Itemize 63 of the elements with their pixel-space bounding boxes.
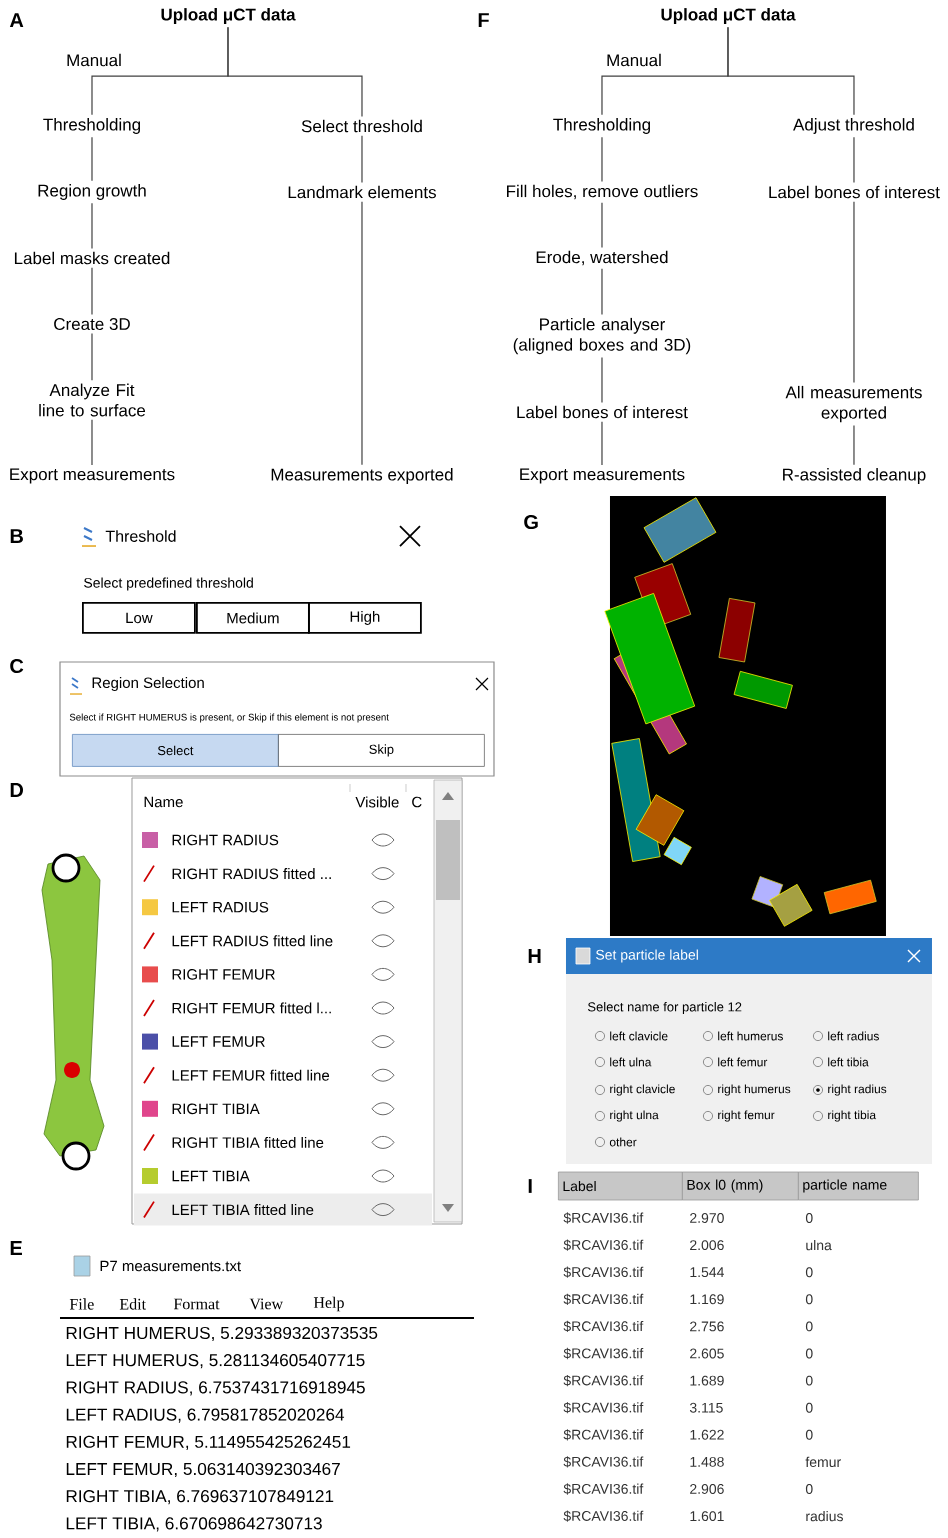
panel-letter: A — [9, 13, 24, 27]
connector-line — [727, 26, 855, 116]
step-label: Export measurements — [10, 468, 175, 484]
connector-line — [601, 202, 603, 248]
panel-letter: F — [478, 13, 489, 27]
step-label: Export measurements — [520, 468, 685, 484]
connector-line — [91, 419, 93, 466]
panel-letter: C — [10, 658, 24, 674]
branch-label: Manual — [607, 53, 661, 67]
step-label: Thresholding — [43, 118, 141, 134]
panel-letter: G — [524, 514, 538, 530]
measurement-line: RIGHT TIBIA, 6.769637107849121 — [66, 1490, 334, 1505]
menu-item: File — [69, 1298, 94, 1310]
step-label: Label bones of interest — [769, 185, 940, 199]
connector-line — [91, 202, 93, 249]
panel-letter: I — [528, 1179, 532, 1193]
step-label: Particle analyser (aligned boxes and 3D) — [513, 317, 691, 355]
step-label: Measurements exported — [271, 468, 453, 484]
connector-line — [601, 268, 603, 316]
step-label: Create 3D — [54, 318, 130, 331]
menu-item: View — [249, 1298, 283, 1310]
connector-line — [361, 201, 363, 466]
measurement-line: RIGHT HUMERUS, 5.293389320373535 — [66, 1326, 378, 1342]
panel-letter: D — [10, 783, 23, 797]
connector-line — [853, 136, 855, 183]
step-label: Upload μCT data — [161, 8, 296, 24]
step-label: Thresholding — [553, 118, 651, 134]
menu-item: Format — [173, 1298, 220, 1310]
step-label: Upload μCT data — [661, 8, 796, 24]
step-label: Region growth — [38, 184, 146, 200]
connector-line — [91, 332, 93, 381]
measurement-line: LEFT HUMERUS, 5.281134605407715 — [66, 1354, 365, 1369]
step-label: R-assisted cleanup — [783, 468, 926, 484]
connector-line — [361, 135, 363, 183]
step-label: Analyze Fit line to surface — [39, 383, 146, 417]
panel-letter: B — [10, 529, 23, 543]
measurement-line: LEFT RADIUS, 6.795817852020264 — [66, 1408, 345, 1423]
step-label: All measurements exported — [785, 385, 922, 423]
panel-letter: E — [10, 1241, 22, 1255]
measurement-line: RIGHT RADIUS, 6.7537431716918945 — [66, 1381, 365, 1396]
connector-line — [91, 136, 93, 182]
connector-line — [853, 424, 855, 466]
step-label: Landmark elements — [288, 185, 436, 199]
connector-line — [601, 356, 603, 403]
measurement-line: LEFT TIBIA, 6.670698642730713 — [66, 1517, 322, 1532]
connector-line — [601, 136, 603, 182]
connector-line — [853, 201, 855, 384]
panel-letter: H — [528, 949, 541, 963]
step-label: Erode, watershed — [536, 250, 668, 266]
step-label: Label bones of interest — [517, 405, 688, 419]
step-label: Select threshold — [301, 119, 422, 133]
measurement-line: LEFT FEMUR, 5.063140392303467 — [66, 1462, 340, 1478]
menu-item: Help — [313, 1296, 344, 1312]
connector-line — [227, 26, 363, 117]
step-label: Adjust threshold — [793, 118, 914, 134]
step-label: Fill holes, remove outliers — [507, 184, 698, 200]
step-label: Label masks created — [14, 251, 170, 265]
measurement-line: RIGHT FEMUR, 5.114955425262451 — [66, 1435, 351, 1450]
window-title: Threshold — [105, 530, 176, 542]
connector-line — [601, 421, 603, 466]
menu-item: Edit — [119, 1298, 146, 1310]
branch-label: Manual — [67, 53, 121, 67]
connector-line — [91, 267, 93, 316]
